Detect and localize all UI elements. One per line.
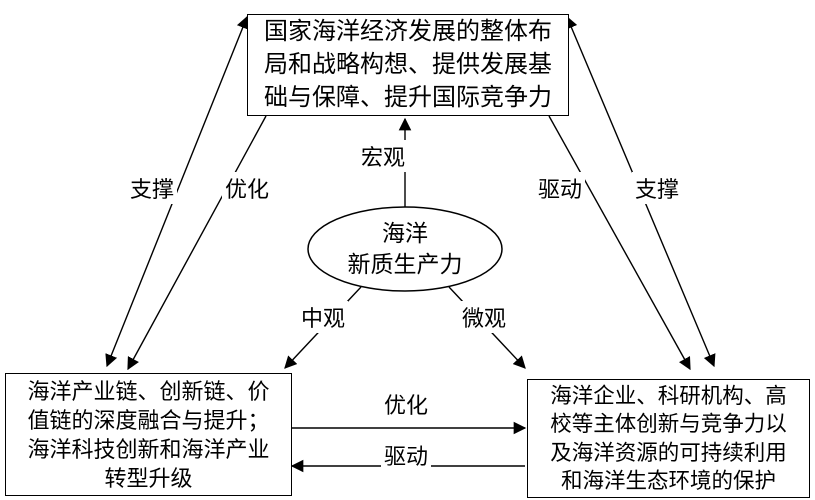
label-drive-bottom: 驱动 (380, 439, 432, 471)
label-meso: 中观 (297, 301, 349, 333)
ellipse-label-marine-new-productivity: 海洋 新质生产力 (347, 221, 463, 277)
label-optimize-left: 优化 (221, 172, 273, 204)
drive-right-arrow (548, 115, 691, 371)
label-support-left: 支撑 (126, 172, 178, 204)
optimize-left-arrow (127, 115, 267, 371)
top-box-national-strategy: 国家海洋经济发展的整体布 局和战略构想、提供发展基 础与保障、提升国际竞争力 (247, 14, 569, 116)
label-support-right: 支撑 (631, 172, 683, 204)
bottom-left-box-industry-chain: 海洋产业链、创新链、价 值链的深度融合与提升； 海洋科技创新和海洋产业 转型升级 (5, 373, 292, 496)
center-ellipse (307, 206, 503, 292)
label-optimize-bottom: 优化 (380, 388, 432, 420)
label-macro: 宏观 (357, 140, 409, 172)
label-micro: 微观 (458, 301, 510, 333)
label-drive-right: 驱动 (534, 172, 586, 204)
bottom-right-box-enterprises: 海洋企业、科研机构、高 校等主体创新与竞争力以 及海洋资源的可持续利用 和海洋生… (527, 379, 810, 498)
